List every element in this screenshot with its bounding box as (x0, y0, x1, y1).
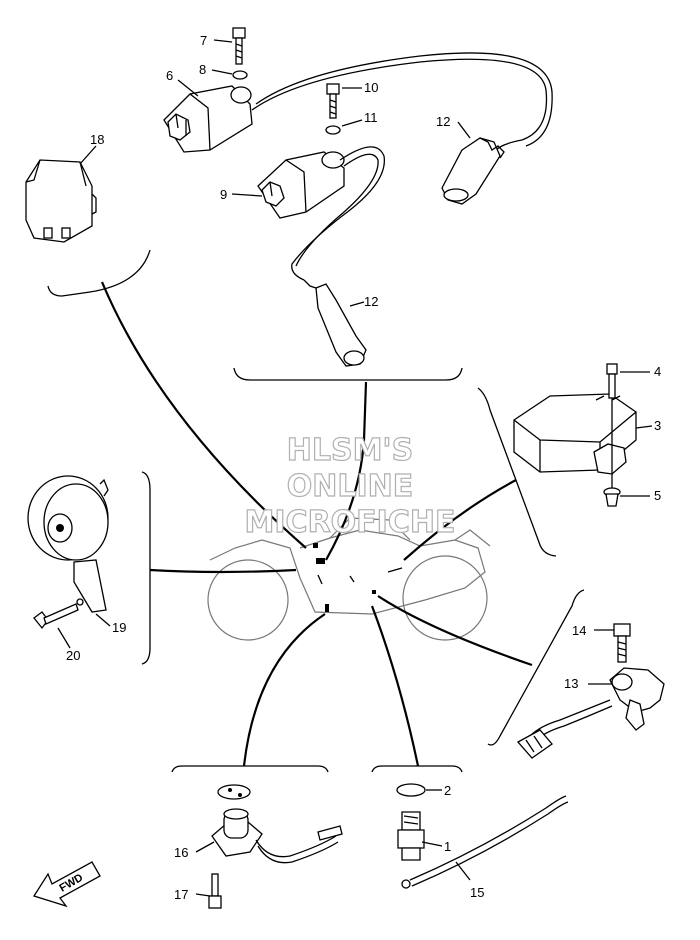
lead-wire-15 (401, 795, 569, 889)
horn-assembly (27, 475, 109, 613)
relay-unit-18 (25, 159, 97, 243)
cdi-unit-3 (513, 393, 637, 475)
ignition-coil-6 (163, 85, 253, 153)
leader-lines (100, 281, 533, 767)
grommet-5 (603, 487, 621, 507)
callout-2: 2 (444, 783, 451, 798)
watermark-line3: MICROFICHE (245, 505, 456, 540)
callout-numbers: 7 8 6 10 11 9 12 12 18 4 3 5 14 13 19 20… (66, 33, 661, 902)
bolt-14 (613, 623, 631, 663)
callout-18: 18 (90, 132, 104, 147)
motorcycle-silhouette (207, 517, 491, 641)
ignition-coil-9 (257, 151, 345, 219)
watermark-line2: ONLINE (287, 469, 414, 504)
watermark: HLSM'S ONLINE MICROFICHE (244, 432, 456, 540)
switch-1 (397, 811, 425, 861)
switch-16 (211, 808, 343, 864)
watermark-line1: HLSM'S (287, 433, 413, 468)
bolt-7 (232, 27, 246, 65)
bolt-10 (326, 83, 340, 119)
callout-17: 17 (174, 887, 188, 902)
callout-12b: 12 (364, 294, 378, 309)
callout-20: 20 (66, 648, 80, 663)
sensor-13 (516, 667, 665, 759)
washer-11 (325, 125, 341, 135)
bolt-20 (33, 603, 79, 630)
washer-8 (232, 70, 248, 80)
bolt-17 (208, 873, 222, 909)
callout-14: 14 (572, 623, 586, 638)
spark-plug-cap-12b (303, 279, 367, 367)
washer-2 (396, 783, 426, 797)
fwd-arrow-icon: FWD (32, 861, 101, 908)
callout-4: 4 (654, 364, 661, 379)
callout-19: 19 (112, 620, 126, 635)
callout-leaders (57, 39, 653, 897)
spark-plug-cap-12a (441, 137, 505, 205)
callout-15: 15 (470, 885, 484, 900)
callout-10: 10 (364, 80, 378, 95)
callout-3: 3 (654, 418, 661, 433)
callout-1: 1 (444, 839, 451, 854)
callout-7: 7 (200, 33, 207, 48)
bolt-4 (606, 363, 618, 500)
callout-6: 6 (166, 68, 173, 83)
callout-8: 8 (199, 62, 206, 77)
callout-16: 16 (174, 845, 188, 860)
cap-16-top (217, 784, 251, 800)
bike-location-markers (313, 543, 403, 612)
callout-5: 5 (654, 488, 661, 503)
callout-12a: 12 (436, 114, 450, 129)
callout-9: 9 (220, 187, 227, 202)
callout-13: 13 (564, 676, 578, 691)
callout-11: 11 (364, 110, 378, 125)
